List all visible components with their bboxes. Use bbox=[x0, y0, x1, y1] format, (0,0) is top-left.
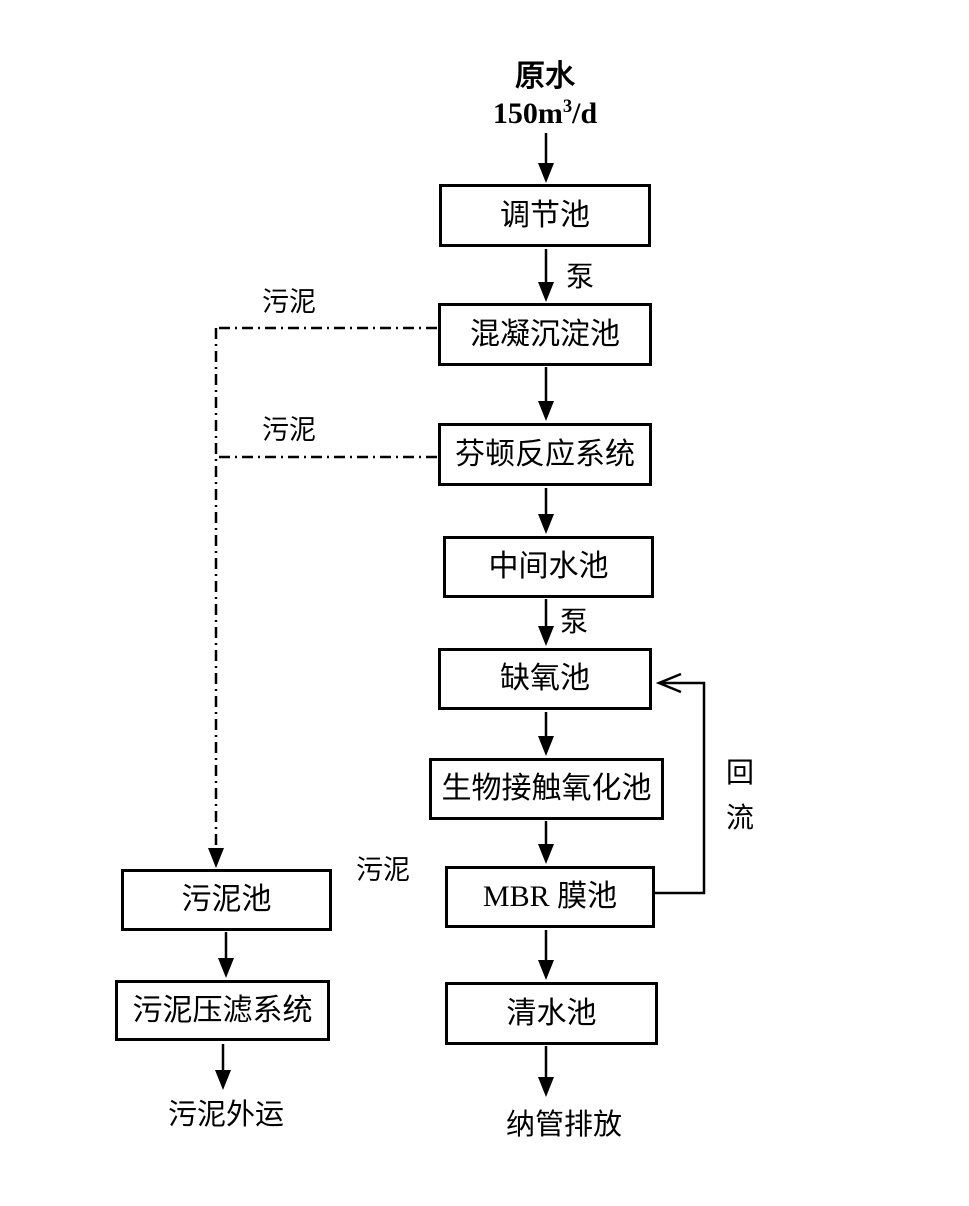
arrow-regulating-to-coagulation bbox=[538, 249, 554, 302]
box-intermediate-label: 中间水池 bbox=[488, 550, 609, 583]
box-anoxic-label: 缺氧池 bbox=[500, 662, 590, 695]
arrow-coagulation-to-fenton bbox=[538, 367, 554, 421]
sludge-dashdot-line-to-sludge-tank bbox=[208, 328, 224, 868]
flow-exponent: 3 bbox=[562, 96, 573, 117]
box-intermediate-tank: 中间水池 bbox=[443, 536, 654, 598]
box-clean-water-label: 清水池 bbox=[506, 996, 597, 1030]
arrow-source-to-regulating-tank bbox=[538, 133, 554, 183]
box-sludge-tank-label: 污泥池 bbox=[181, 883, 272, 916]
source-name: 原水 bbox=[515, 60, 575, 93]
arrow-clean-water-to-discharge bbox=[538, 1046, 554, 1097]
flow-value: 150m bbox=[492, 97, 563, 130]
box-coagulation-sedimentation-tank: 混凝沉淀池 bbox=[438, 303, 652, 366]
sludge-label-mbr: 污泥 bbox=[356, 855, 410, 885]
reflux-label: 回流 bbox=[725, 758, 754, 834]
pump-label-2: 泵 bbox=[560, 607, 589, 638]
box-bio-contact-oxidation-tank: 生物接触氧化池 bbox=[429, 758, 664, 820]
box-sludge-tank: 污泥池 bbox=[121, 869, 332, 931]
arrow-bio-contact-to-mbr bbox=[538, 821, 554, 864]
arrow-mbr-to-clean-water bbox=[538, 930, 554, 980]
pump-label-1: 泵 bbox=[566, 262, 595, 293]
arrow-press-to-sludge-out bbox=[215, 1044, 231, 1090]
box-clean-water-tank: 清水池 bbox=[445, 982, 658, 1045]
flow-unit: /d bbox=[572, 97, 598, 130]
arrow-intermediate-to-anoxic bbox=[538, 599, 554, 646]
box-regulating-tank-label: 调节池 bbox=[500, 198, 590, 232]
reflux-line bbox=[655, 672, 706, 895]
arrow-anoxic-to-bio-contact bbox=[538, 712, 554, 756]
sludge-label-fenton: 污泥 bbox=[262, 415, 316, 445]
box-bio-contact-label: 生物接触氧化池 bbox=[441, 772, 652, 805]
box-fenton-reaction-system: 芬顿反应系统 bbox=[438, 423, 652, 486]
box-sludge-press-system: 污泥压滤系统 bbox=[115, 980, 330, 1041]
box-mbr-membrane-tank: MBR 膜池 bbox=[445, 866, 655, 928]
sludge-label-coagulation: 污泥 bbox=[262, 287, 316, 317]
box-fenton-label: 芬顿反应系统 bbox=[455, 437, 635, 471]
source-flow-rate: 150m3/d bbox=[439, 97, 651, 130]
box-regulating-tank: 调节池 bbox=[439, 184, 651, 247]
box-coagulation-label: 混凝沉淀池 bbox=[470, 317, 620, 351]
box-mbr-label: MBR 膜池 bbox=[482, 880, 618, 913]
reflux-arrowhead bbox=[655, 672, 682, 694]
sludge-out-label: 污泥外运 bbox=[167, 1099, 284, 1131]
arrow-sludge-tank-to-press bbox=[218, 932, 234, 978]
box-sludge-press-label: 污泥压滤系统 bbox=[132, 993, 313, 1027]
arrow-fenton-to-intermediate bbox=[538, 488, 554, 534]
discharge-label: 纳管排放 bbox=[505, 1109, 622, 1141]
box-anoxic-tank: 缺氧池 bbox=[438, 648, 652, 710]
